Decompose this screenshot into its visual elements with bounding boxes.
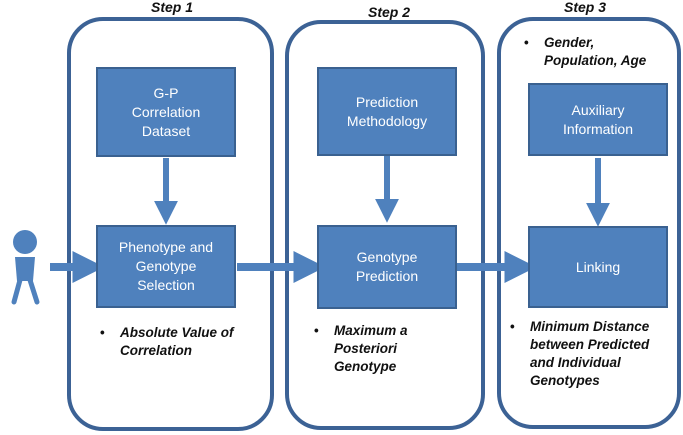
person-icon <box>11 230 40 305</box>
gp-correlation-dataset-box: G-P Correlation Dataset <box>96 67 236 157</box>
step-3-top-note: • Gender, Population, Age <box>524 34 647 70</box>
step-1-note: • Absolute Value of Correlation <box>100 324 234 360</box>
step-3-title: Step 3 <box>563 0 606 15</box>
bullet: • <box>314 323 319 338</box>
prediction-methodology-box: Prediction Methodology <box>317 67 457 156</box>
box-line: G-P <box>153 84 179 101</box>
note-line: Maximum a <box>334 323 408 338</box>
genotype-prediction-box: Genotype Prediction <box>317 225 457 309</box>
step-3-note: • Minimum Distance between Predicted and… <box>510 318 650 390</box>
note-line: Gender, <box>544 35 595 50</box>
step-2-title: Step 2 <box>367 4 410 20</box>
bullet: • <box>510 319 515 334</box>
box-line: Selection <box>137 277 195 293</box>
note-line: Genotype <box>334 359 397 374</box>
box-line: Prediction <box>355 93 419 110</box>
box-line: Dataset <box>141 122 191 139</box>
bullet: • <box>524 35 529 50</box>
note-line: Population, Age <box>544 53 647 68</box>
step-2-note: • Maximum a Posteriori Genotype <box>314 322 408 376</box>
auxiliary-information-box: Auxiliary Information <box>528 83 668 156</box>
box-line: Genotype <box>356 249 418 265</box>
linking-box: Linking <box>528 226 668 308</box>
note-line: Correlation <box>120 343 193 358</box>
box-line: Auxiliary <box>571 101 625 118</box>
note-line: Genotypes <box>530 373 600 388</box>
note-line: Minimum Distance <box>530 319 650 334</box>
phenotype-genotype-selection-box: Phenotype and Genotype Selection <box>96 225 236 308</box>
box-line: Prediction <box>355 268 419 284</box>
box-line: Phenotype and <box>118 239 214 255</box>
box-line: Information <box>562 120 634 137</box>
box-line: Linking <box>575 258 621 275</box>
box-line: Correlation <box>131 103 201 120</box>
box-line: Genotype <box>135 258 197 274</box>
step-1-title: Step 1 <box>150 0 193 15</box>
bullet: • <box>100 325 105 340</box>
note-line: Absolute Value of <box>120 325 234 340</box>
note-line: between Predicted <box>530 337 650 352</box>
box-line: Methodology <box>346 112 428 129</box>
note-line: Posteriori <box>334 341 398 356</box>
note-line: and Individual <box>530 355 621 370</box>
